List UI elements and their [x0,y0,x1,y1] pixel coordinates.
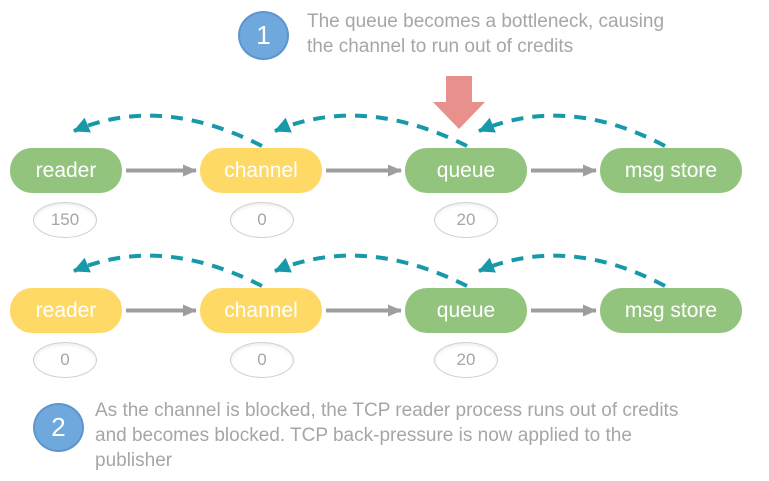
node-queue-row1-label: queue [436,158,496,182]
counter-reader-row1: 150 [33,202,97,238]
counter-channel-row2: 0 [230,342,294,378]
step-2-badge: 2 [33,403,84,452]
node-reader-row1: reader [10,148,122,193]
node-channel-row2: channel [200,288,322,333]
credit-arrow-queue-to-channel-row1 [274,113,468,148]
credit-arrow-msg-store-to-queue-row1 [478,113,666,148]
node-msg-store-row2: msg store [600,288,742,333]
node-reader-row2-label: reader [35,298,97,322]
step-1-number: 1 [256,20,271,50]
step-1-line-1: The queue becomes a bottleneck, causing [307,11,665,32]
node-channel-row1-label: channel [224,158,298,182]
counter-channel-row2-value: 0 [257,350,267,369]
counter-queue-row2-value: 20 [456,350,476,369]
step-1-badge: 1 [238,11,289,60]
step-2-line-2: and becomes blocked. TCP back-pressure i… [95,425,632,446]
credit-arrow-msg-store-to-queue-row2 [478,253,666,288]
node-reader-row2: reader [10,288,122,333]
step-2-annotation: As the channel is blocked, the TCP reade… [95,398,678,473]
step-1-line-2: the channel to run out of credits [307,36,574,57]
counter-queue-row1: 20 [434,202,498,238]
step-2-line-1: As the channel is blocked, the TCP reade… [95,400,679,421]
counter-queue-row1-value: 20 [456,210,476,229]
step-2-number: 2 [51,412,66,442]
counter-queue-row2: 20 [434,342,498,378]
credit-arrow-queue-to-channel-row2 [274,253,468,288]
node-msg-store-row1-label: msg store [624,158,718,182]
node-queue-row1: queue [405,148,527,193]
node-reader-row1-label: reader [35,158,97,182]
bottleneck-arrow-icon [433,76,485,129]
node-channel-row2-label: channel [224,298,298,322]
node-queue-row2-label: queue [436,298,496,322]
counter-channel-row1-value: 0 [257,210,267,229]
node-msg-store-row2-label: msg store [624,298,718,322]
counter-reader-row2: 0 [33,342,97,378]
node-queue-row2: queue [405,288,527,333]
counter-reader-row2-value: 0 [60,350,70,369]
step-1-annotation: The queue becomes a bottleneck, causing … [307,9,664,59]
credit-arrow-channel-to-reader-row2 [73,253,263,288]
counter-reader-row1-value: 150 [50,210,80,229]
node-msg-store-row1: msg store [600,148,742,193]
credit-arrow-channel-to-reader-row1 [73,113,263,148]
counter-channel-row1: 0 [230,202,294,238]
node-channel-row1: channel [200,148,322,193]
step-2-line-3: publisher [95,450,173,471]
